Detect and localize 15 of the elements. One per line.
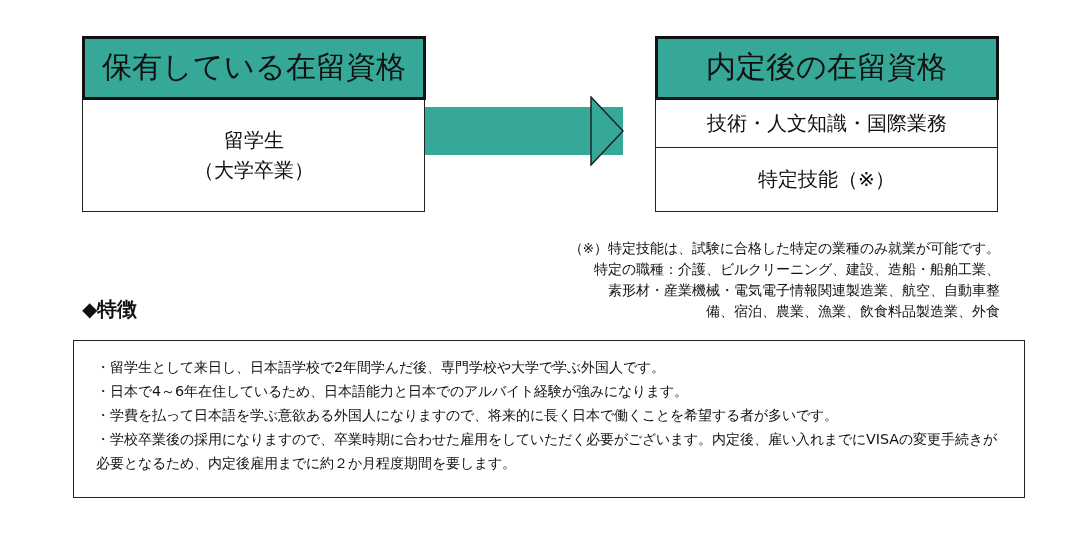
note-text: 特定の職種：介護、ビルクリーニング、建設、造船・船舶工業、素形材・産業機械・電気電子情報関連製造業、航空、自動車整備、宿泊、農業、漁業、飲食料品製造業、外食 [593, 260, 1000, 321]
card-header: 保有している在留資格 [81, 35, 426, 100]
section-heading: ◆特徴 [82, 296, 138, 323]
status-card [655, 36, 998, 212]
status-row: 特定技能（※） [656, 147, 997, 211]
status-card [82, 36, 425, 212]
body-text: 留学生（大学卒業） [192, 126, 315, 184]
card-header: 内定後の在留資格 [654, 35, 999, 100]
bullet-text: ・日本で4～6年在住しているため、日本語能力と日本でのアルバイト経験が強みになります。 [96, 382, 690, 401]
chevron-arrow [425, 96, 624, 166]
note-text: （※）特定技能は、試験に合格した特定の業種のみ就業が可能です。 [568, 239, 1000, 258]
bullet-text: ・学校卒業後の採用になりますので、卒業時期に合わせた雇用をしていただく必要がございます。内定後、雇い入れまでにVISAの変更手続きが必要となるため、内定後雇用までに約２か月程度期間を要します。 [96, 430, 999, 473]
status-row: 技術・人文知識・国際業務 [656, 98, 997, 147]
bullet-text: ・学費を払って日本語を学ぶ意欲ある外国人になりますので、将来的に長く日本で働くことを希望する者が多いです。 [96, 406, 839, 425]
bullet-text: ・留学生として来日し、日本語学校で2年間学んだ後、専門学校や大学で学ぶ外国人です。 [96, 358, 667, 377]
